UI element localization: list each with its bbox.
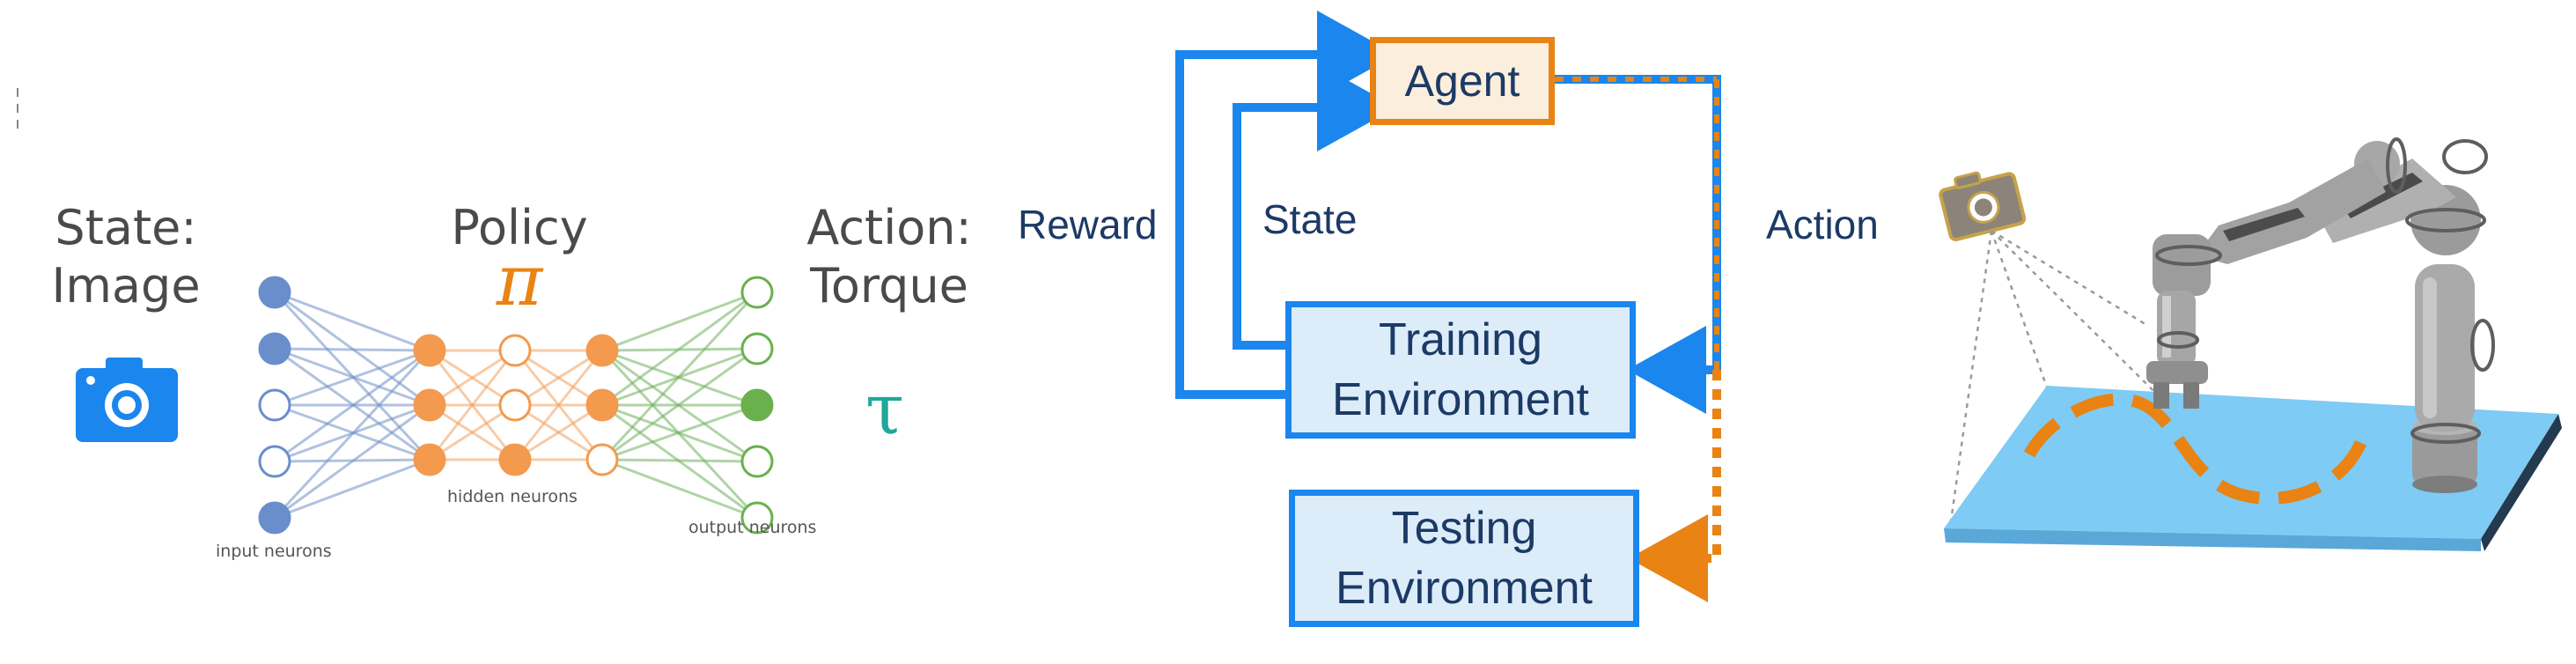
nn-edge bbox=[601, 403, 758, 461]
reward-label: Reward bbox=[1018, 202, 1158, 247]
nn-node bbox=[498, 443, 532, 476]
robot-scene bbox=[1944, 137, 2562, 551]
reward-arrow bbox=[1175, 11, 1396, 399]
nn-node bbox=[740, 501, 774, 535]
testing-environment-box: Testing Environment bbox=[1289, 490, 1639, 627]
hidden-neurons-label: hidden neurons bbox=[447, 487, 578, 506]
nn-node bbox=[498, 388, 532, 422]
nn-node bbox=[413, 388, 446, 422]
nn-edge bbox=[601, 458, 758, 520]
training-env-line1: Training bbox=[1379, 314, 1542, 365]
output-neurons-label: output neurons bbox=[688, 518, 817, 537]
camera-view-lines bbox=[1949, 229, 2271, 522]
nn-edge bbox=[274, 349, 431, 463]
agent-label: Agent bbox=[1404, 56, 1520, 106]
platform bbox=[1944, 386, 2562, 551]
nn-edge bbox=[601, 347, 758, 461]
testing-env-line1: Testing bbox=[1391, 503, 1537, 554]
nn-node bbox=[585, 334, 619, 367]
nn-node bbox=[740, 388, 774, 422]
nn-node bbox=[413, 443, 446, 476]
action-label-line2: Torque bbox=[810, 258, 968, 314]
neural-network bbox=[258, 276, 774, 535]
nn-node bbox=[740, 332, 774, 365]
nn-edge bbox=[274, 458, 431, 520]
nn-edge bbox=[513, 350, 604, 461]
torque-symbol: τ bbox=[865, 368, 905, 450]
nn-edge bbox=[429, 349, 516, 407]
orange-connectors bbox=[1555, 77, 1721, 602]
training-environment-box: Training Environment bbox=[1285, 301, 1636, 439]
nn-node bbox=[258, 501, 291, 535]
trajectory-path bbox=[2023, 393, 2371, 505]
nn-edge bbox=[274, 347, 431, 352]
input-neurons-label: input neurons bbox=[216, 542, 332, 561]
nn-node bbox=[585, 388, 619, 422]
nn-edge bbox=[273, 349, 431, 520]
nn-node bbox=[498, 334, 532, 367]
nn-edge bbox=[514, 349, 603, 407]
action-arrow-testing bbox=[1629, 370, 1721, 602]
policy-symbol: π bbox=[496, 240, 543, 321]
nn-node bbox=[258, 332, 291, 365]
nn-edge bbox=[428, 350, 517, 461]
state-loop-label: State bbox=[1262, 196, 1358, 242]
nn-edge bbox=[274, 291, 431, 352]
nn-node bbox=[740, 445, 774, 478]
nn-edge bbox=[514, 403, 603, 461]
state-label-line2: Image bbox=[51, 258, 201, 314]
state-label-line1: State: bbox=[55, 200, 197, 255]
action-loop-label: Action bbox=[1766, 202, 1879, 247]
nn-edge bbox=[600, 291, 759, 461]
robot-arm bbox=[2146, 137, 2495, 493]
nn-node bbox=[740, 276, 774, 309]
camera-icon bbox=[76, 358, 178, 442]
nn-edge bbox=[274, 349, 431, 407]
nn-edge bbox=[429, 403, 516, 461]
policy-label: Policy bbox=[451, 200, 588, 255]
nn-edge bbox=[601, 291, 758, 352]
action-label-line1: Action: bbox=[806, 200, 972, 255]
state-arrow bbox=[1233, 63, 1396, 350]
camera-mount-icon bbox=[1939, 171, 2027, 241]
nn-edge bbox=[274, 403, 431, 520]
nn-edge bbox=[601, 291, 758, 407]
nn-node bbox=[258, 276, 291, 309]
agent-box: Agent bbox=[1370, 37, 1555, 125]
nn-node bbox=[413, 334, 446, 367]
nn-edge bbox=[601, 458, 758, 463]
testing-env-line2: Environment bbox=[1336, 563, 1593, 614]
nn-node bbox=[585, 443, 619, 476]
nn-node bbox=[258, 445, 291, 478]
training-env-line2: Environment bbox=[1332, 374, 1589, 425]
nn-node bbox=[258, 388, 291, 422]
